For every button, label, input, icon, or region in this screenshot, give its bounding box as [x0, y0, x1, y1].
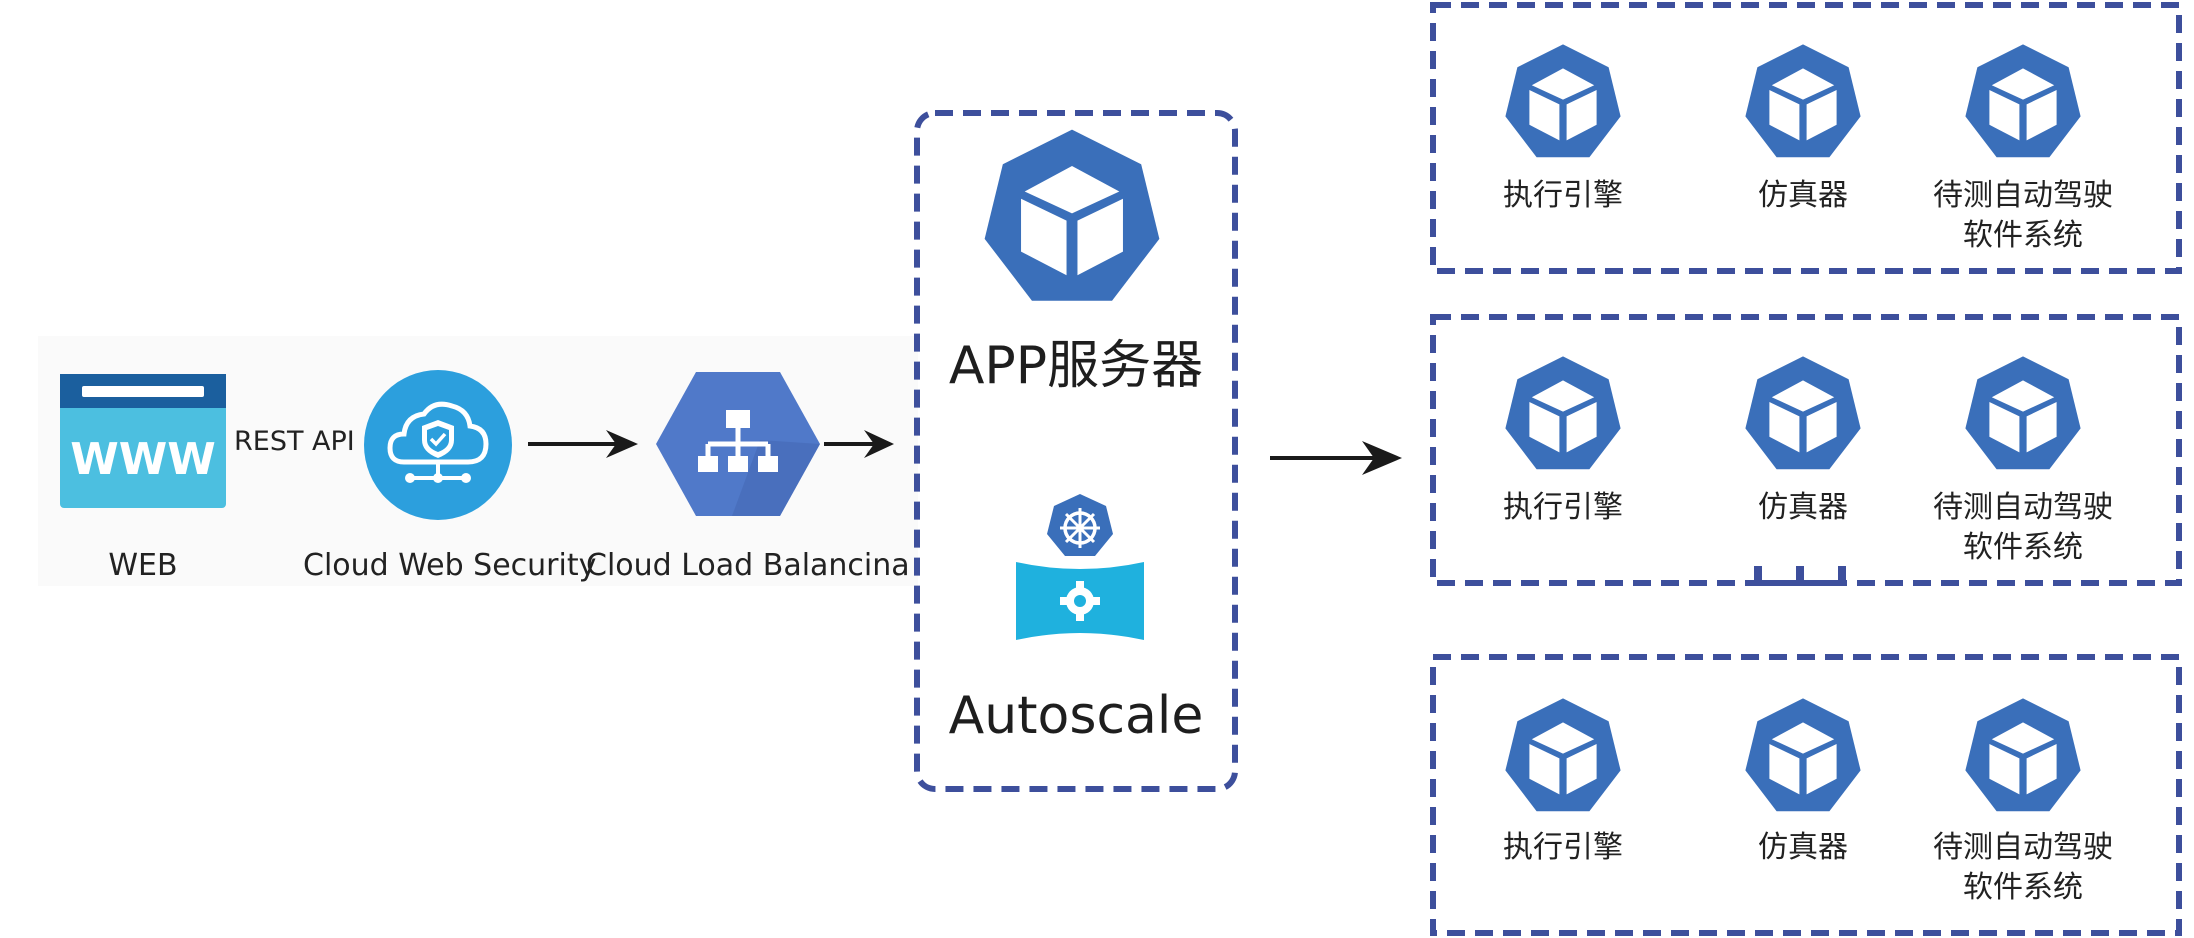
execution-engine-label: 执行引擎 — [1503, 490, 1623, 525]
cluster-box-1 — [1430, 2, 2182, 274]
app-server-box — [914, 110, 1238, 792]
web-browser-icon[interactable]: WWW — [60, 374, 226, 508]
cloud-web-security-label: Cloud Web Security — [303, 548, 597, 583]
rest-api-label: REST API — [234, 426, 355, 457]
software-under-test-label: 待测自动驾驶 软件系统 — [1933, 490, 2113, 565]
web-label: WEB — [108, 548, 178, 583]
arrow-right-icon — [824, 428, 896, 460]
simulator-label: 仿真器 — [1758, 178, 1848, 213]
simulator-label: 仿真器 — [1758, 830, 1848, 865]
app-server-title: APP服务器 — [948, 336, 1204, 396]
execution-engine-label: 执行引擎 — [1503, 830, 1623, 865]
simulator-pod-icon — [1740, 696, 1866, 816]
kubernetes-pod-icon — [978, 126, 1166, 308]
software-under-test-label: 待测自动驾驶 软件系统 — [1933, 178, 2113, 253]
cloud-load-balancing-icon[interactable] — [654, 370, 822, 518]
software-under-test-label: 待测自动驾驶 软件系统 — [1933, 830, 2113, 905]
execution-engine-pod-icon — [1500, 42, 1626, 162]
kubernetes-autoscale-icon — [1014, 490, 1146, 646]
arrow-right-icon — [528, 428, 640, 460]
execution-engine-label: 执行引擎 — [1503, 178, 1623, 213]
simulator-pod-icon — [1740, 354, 1866, 474]
software-under-test-pod-icon — [1960, 696, 2086, 816]
cloud-load-balancing-label: Cloud Load Balancina — [586, 548, 910, 583]
simulator-label: 仿真器 — [1758, 490, 1848, 525]
autoscale-label: Autoscale — [948, 686, 1204, 746]
execution-engine-pod-icon — [1500, 696, 1626, 816]
cluster-box-3 — [1430, 654, 2182, 936]
arrow-right-icon — [1270, 438, 1404, 478]
software-under-test-pod-icon — [1960, 354, 2086, 474]
web-icon-text: WWW — [70, 434, 216, 485]
cloud-web-security-icon[interactable] — [364, 370, 512, 520]
execution-engine-pod-icon — [1500, 354, 1626, 474]
continuation-dots — [1752, 566, 1852, 588]
simulator-pod-icon — [1740, 42, 1866, 162]
software-under-test-pod-icon — [1960, 42, 2086, 162]
